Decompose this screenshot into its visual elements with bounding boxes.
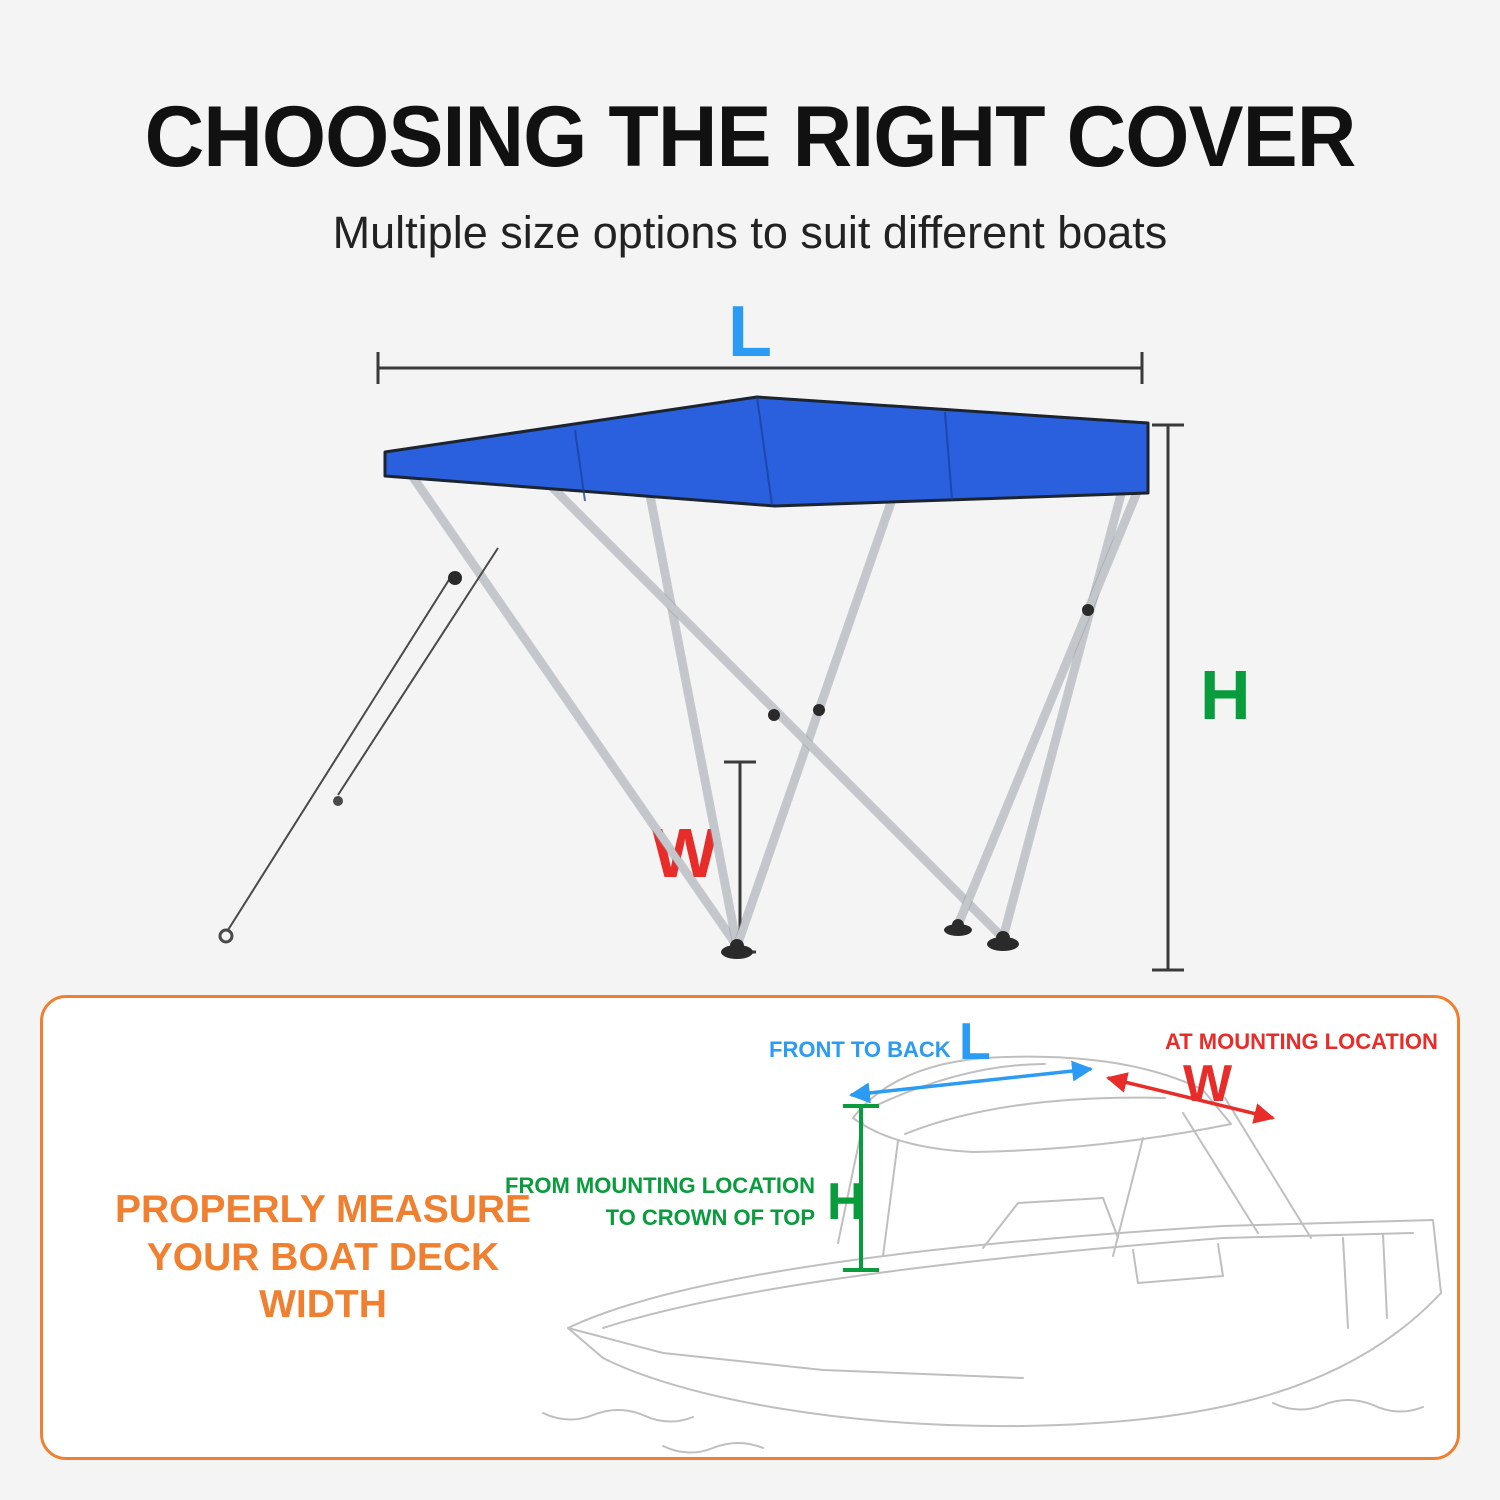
measure-note-line1: PROPERLY MEASURE xyxy=(114,1188,532,1231)
boat-line-art xyxy=(542,1055,1442,1454)
height-dimension-label: H xyxy=(1200,656,1251,734)
mounting-foot xyxy=(944,924,972,936)
mounting-foot xyxy=(721,945,753,959)
mounting-foot xyxy=(987,937,1019,951)
bimini-frame xyxy=(218,457,1146,959)
strap-hook xyxy=(218,928,234,944)
front-to-back-measure-line xyxy=(848,1060,1094,1104)
height-dimension-line xyxy=(1152,423,1184,972)
page-subtitle: Multiple size options to suit different … xyxy=(332,207,1168,258)
at-mounting-annotation: AT MOUNTING LOCATION xyxy=(1165,1029,1438,1054)
from-mounting-line1: FROM MOUNTING LOCATION xyxy=(505,1173,815,1198)
height-letter: H xyxy=(827,1173,865,1231)
measure-note: PROPERLY MEASURE YOUR BOAT DECK WIDTH xyxy=(103,1186,543,1329)
support-strap-long xyxy=(227,574,453,931)
mounting-width-measure-line xyxy=(1105,1072,1276,1124)
from-mounting-line2: TO CROWN OF TOP xyxy=(605,1204,815,1230)
header: CHOOSING THE RIGHT COVER Multiple size o… xyxy=(0,88,1500,259)
page-title: CHOOSING THE RIGHT COVER xyxy=(144,89,1357,185)
strap-end xyxy=(333,796,343,806)
boat-sketch xyxy=(542,1055,1442,1454)
from-mounting-annotation: FROM MOUNTING LOCATION TO CROWN OF TOP xyxy=(443,1170,815,1234)
mounting-width-letter: W xyxy=(1183,1055,1233,1113)
support-strap-short xyxy=(337,547,499,796)
length-dimension-label: L xyxy=(728,292,772,372)
canopy-canvas xyxy=(383,395,1150,508)
front-to-back-annotation: FRONT TO BACK xyxy=(769,1037,951,1062)
height-measure-line xyxy=(843,1104,879,1272)
front-to-back-letter: L xyxy=(959,1013,991,1071)
measure-note-line2: YOUR BOAT DECK WIDTH xyxy=(146,1235,500,1327)
bimini-top-illustration xyxy=(218,352,1184,972)
measurement-panel: PROPERLY MEASURE YOUR BOAT DECK WIDTH xyxy=(40,995,1460,1460)
length-dimension-line xyxy=(376,352,1144,384)
